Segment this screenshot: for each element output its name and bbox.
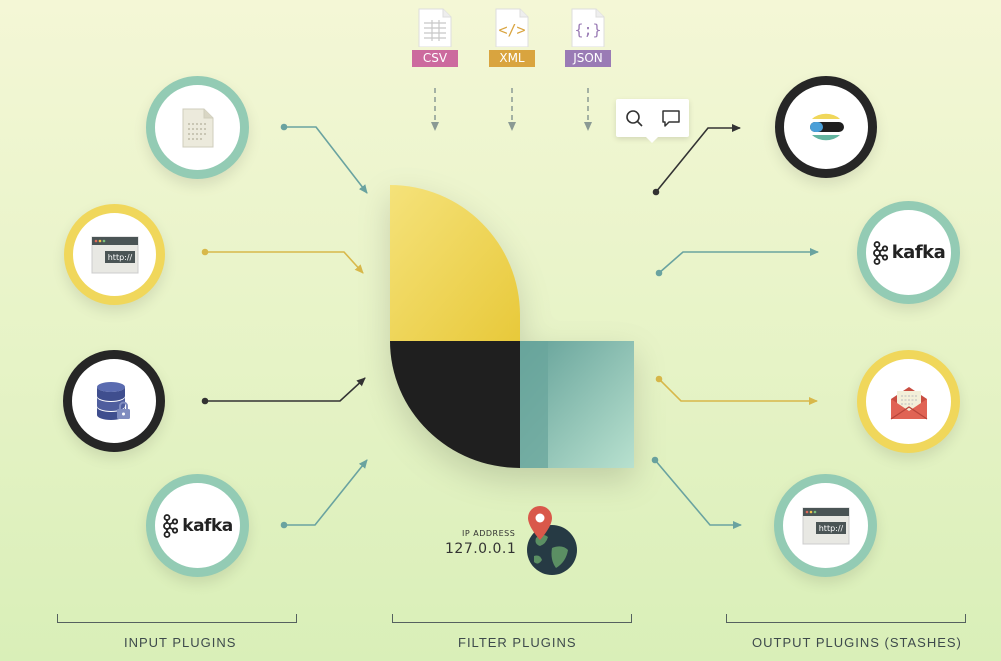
- http-browser-icon: http://: [91, 236, 138, 273]
- elasticsearch-logo-icon: [810, 113, 844, 141]
- search-icon[interactable]: [624, 108, 644, 128]
- central-pipeline-logo: [390, 185, 634, 468]
- output-node-email[interactable]: [857, 350, 960, 453]
- input-arrow-2: [201, 248, 364, 274]
- input-node-file[interactable]: [146, 76, 249, 179]
- input-node-kafka[interactable]: kafka: [146, 474, 249, 577]
- input-arrow-3: [201, 377, 366, 405]
- ip-address-value: 127.0.0.1: [445, 541, 517, 557]
- output-node-kafka[interactable]: kafka: [857, 201, 960, 304]
- output-arrow-4: [651, 456, 742, 529]
- xml-file-icon: </>: [495, 8, 529, 48]
- output-arrow-3: [655, 375, 818, 405]
- output-section-bracket: [726, 614, 966, 623]
- input-plugins-label: INPUT PLUGINS: [124, 635, 237, 650]
- kafka-text: kafka: [891, 242, 946, 263]
- email-envelope-icon: [890, 386, 927, 419]
- kafka-text: kafka: [182, 515, 233, 536]
- output-arrow-1: [652, 124, 741, 196]
- secure-database-icon: [97, 382, 130, 420]
- svg-text:{;}: {;}: [574, 21, 601, 39]
- input-arrow-1: [280, 123, 368, 194]
- input-node-database[interactable]: [63, 350, 165, 452]
- xml-label: XML: [489, 50, 535, 67]
- file-arrows: [431, 88, 592, 131]
- ip-address-label: IP ADDRESS: [462, 529, 516, 538]
- json-label: JSON: [565, 50, 611, 67]
- kafka-logo-icon: kafka: [872, 240, 946, 265]
- output-node-http[interactable]: http://: [774, 474, 877, 577]
- svg-text:</>: </>: [498, 21, 525, 39]
- output-node-elasticsearch[interactable]: [775, 76, 877, 178]
- http-text: http://: [107, 253, 132, 262]
- globe-location-icon: [527, 506, 577, 575]
- http-browser-icon: http://: [802, 507, 849, 544]
- json-file: {;} JSON: [565, 7, 611, 67]
- csv-file: CSV: [412, 7, 458, 67]
- json-file-icon: {;}: [571, 8, 605, 48]
- csv-label: CSV: [412, 50, 458, 67]
- output-plugins-label: OUTPUT PLUGINS (STASHES): [752, 635, 962, 650]
- input-node-http[interactable]: http://: [64, 204, 165, 305]
- document-icon: [182, 108, 213, 147]
- output-arrow-2: [655, 248, 819, 277]
- filter-plugins-label: FILTER PLUGINS: [458, 635, 577, 650]
- chat-bubble-icon[interactable]: [661, 108, 681, 128]
- search-chat-tooltip: [616, 99, 689, 143]
- input-arrow-4: [280, 459, 368, 529]
- filter-section-bracket: [392, 614, 632, 623]
- input-section-bracket: [57, 614, 297, 623]
- csv-file-icon: [418, 8, 452, 48]
- kafka-logo-icon: kafka: [162, 513, 233, 538]
- xml-file: </> XML: [489, 7, 535, 67]
- http-text: http://: [818, 524, 843, 533]
